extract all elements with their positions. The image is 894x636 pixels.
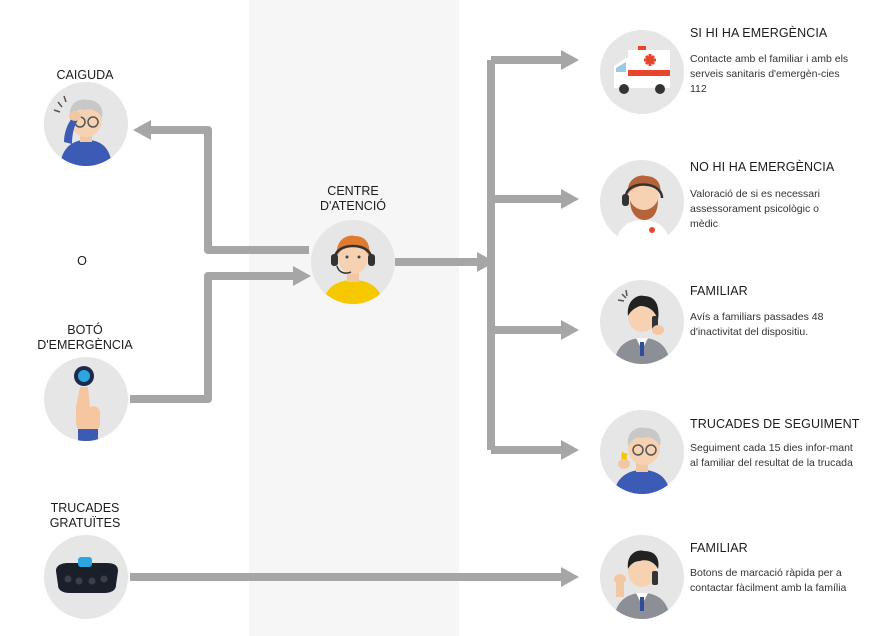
arrowhead-branch [477, 252, 495, 272]
doctor-icon [600, 160, 684, 244]
outcome-desc-4: Seguiment cada 15 dies infor-mant al fam… [690, 442, 853, 469]
businesswoman-phone-icon [600, 280, 684, 364]
outcome-desc-1: Contacte amb el familiar i amb els serve… [690, 53, 849, 95]
label-emergency-button: BOTÓ D'EMERGÈNCIA [37, 323, 133, 352]
label-caiguda: CAIGUDA [56, 68, 114, 82]
arrowhead-fall [133, 120, 151, 140]
arrow-button-to-center [130, 272, 295, 403]
operator-icon [311, 220, 395, 304]
arrowhead-3 [561, 320, 579, 340]
outcome-title-1: SI HI HA EMERGÈNCIA [690, 26, 828, 40]
businessman-phone-icon [600, 535, 684, 619]
phone-keypad-icon [44, 535, 128, 619]
arrowhead-4 [561, 440, 579, 460]
ambulance-icon [600, 30, 684, 114]
arrowhead-1 [561, 50, 579, 70]
arrowhead-center [293, 266, 311, 286]
outcome-desc-2: Valoració de si es necessari assessorame… [690, 188, 820, 230]
label-or: O [77, 254, 87, 268]
emergency-button-icon [44, 357, 128, 441]
arrowhead-bottom [561, 567, 579, 587]
outcome-desc-3: Avís a familiars passades 48 d'inactivit… [690, 311, 824, 338]
center-band [249, 0, 459, 636]
outcome-title-4: TRUCADES DE SEGUIMENT [690, 417, 860, 431]
outcome-title-2: NO HI HA EMERGÈNCIA [690, 160, 835, 174]
fallen-elder-icon [44, 82, 128, 166]
outcome-title-5: FAMILIAR [690, 541, 748, 555]
outcome-desc-5: Botons de marcació ràpida per a contacta… [690, 567, 847, 594]
arrowhead-2 [561, 189, 579, 209]
elder-phone-icon [600, 410, 684, 494]
label-free-calls: TRUCADES GRATUÏTES [49, 501, 121, 530]
outcome-title-3: FAMILIAR [690, 284, 748, 298]
label-center: CENTRE D'ATENCIÓ [319, 184, 387, 213]
arrow-center-to-fall [150, 126, 309, 254]
